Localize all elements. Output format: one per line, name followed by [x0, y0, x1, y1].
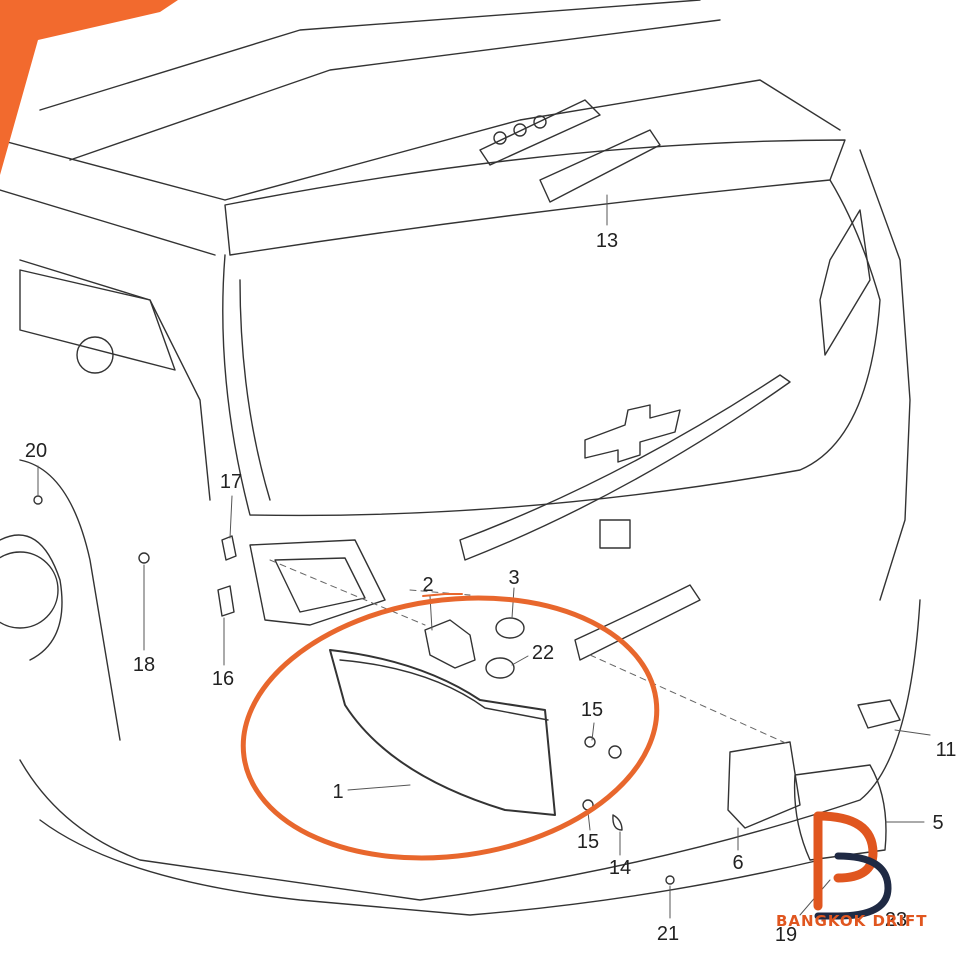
leader-line-1 [347, 784, 411, 791]
spoiler-light-dot [533, 115, 547, 129]
license-plate-lamp [857, 699, 901, 729]
rear-side-panel [0, 139, 226, 501]
fuel-door-outline [0, 551, 59, 629]
rear-camera-housing [599, 519, 631, 549]
left-quarter-panel [0, 459, 121, 741]
left-tail-lamp-lens [339, 659, 549, 721]
bumper-reflector-gasket [727, 741, 801, 829]
part-number-2: 2 [422, 574, 434, 596]
part-number-20: 20 [24, 440, 48, 462]
part-number-17: 17 [219, 471, 243, 493]
tail-light-socket-inner [274, 557, 366, 613]
rear-bumper-outline [19, 599, 921, 901]
lamp-clip-lower [217, 585, 235, 617]
leader-line-22 [511, 655, 529, 666]
leader-line-15b [587, 811, 591, 831]
side-window-outline [19, 269, 176, 371]
trim-screw [33, 495, 43, 505]
part-number-14: 14 [608, 857, 632, 879]
part-number-3: 3 [508, 567, 520, 589]
lamp-pivot-plug [612, 814, 623, 831]
brand-name: BANGKOK DRIFT [776, 912, 928, 930]
part-number-11: 11 [935, 739, 957, 761]
spoiler-outline [479, 99, 601, 166]
part-number-1: 1 [332, 781, 344, 803]
part-number-21: 21 [656, 923, 680, 945]
lamp-clip-upper [221, 535, 237, 561]
part-number-15-upper: 15 [580, 699, 604, 721]
leader-line-17 [229, 495, 233, 539]
part-number-6: 6 [732, 852, 744, 874]
stop-tail-bulb [485, 657, 515, 679]
mounting-nut [608, 745, 622, 759]
part-number-22: 22 [531, 642, 555, 664]
bumper-reflector [793, 764, 887, 861]
connector-wire-squiggle [422, 593, 463, 597]
leader-line-3 [511, 587, 515, 619]
pushpin-fastener [138, 552, 150, 564]
part-number-23: 23 [884, 909, 908, 931]
tailgate-inner-curve [239, 279, 271, 501]
leader-line-15a [591, 722, 595, 741]
high-mount-brake-light [539, 129, 661, 203]
bumper-screw [665, 875, 675, 885]
license-plate-recess [574, 584, 701, 661]
rear-window-outline [224, 139, 846, 256]
wiring-harness-connector [424, 619, 476, 669]
highlight-circle [240, 595, 660, 861]
turn-signal-bulb [495, 617, 525, 639]
part-number-5: 5 [932, 812, 944, 834]
rear-bumper-lower [39, 819, 821, 916]
tailgate-handle-bar [459, 374, 791, 561]
bowtie-badge [584, 404, 681, 463]
tailgate-outline [222, 179, 881, 517]
stylized-bd-logo-icon [813, 811, 892, 920]
spoiler-light-dot [493, 131, 507, 145]
part-number-19: 19 [774, 924, 798, 946]
right-body-panel [859, 149, 911, 601]
mounting-screw [584, 736, 596, 748]
part-number-16: 16 [211, 668, 235, 690]
left-tail-lamp-assembly [329, 649, 556, 816]
tail-light-socket-opening [249, 539, 386, 626]
part-number-15-lower: 15 [576, 831, 600, 853]
roof-outline [39, 0, 841, 201]
right-tail-light [819, 209, 871, 356]
assembly-dash-line [269, 559, 426, 626]
assembly-dash-line [589, 654, 791, 746]
part-number-13: 13 [595, 230, 619, 252]
orange-corner-ribbon-icon [0, 0, 178, 175]
spoiler-light-dot [513, 123, 527, 137]
side-fuel-cap [76, 336, 114, 374]
leader-line-11 [894, 729, 931, 736]
part-number-18: 18 [132, 654, 156, 676]
